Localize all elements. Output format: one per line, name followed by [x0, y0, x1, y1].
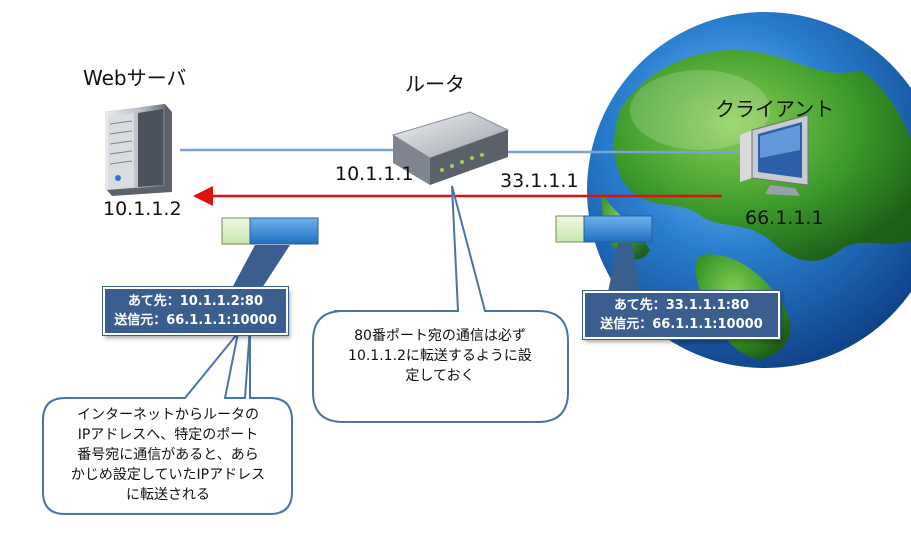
client-label: クライアント — [715, 97, 835, 121]
packet-right-pointer — [608, 243, 640, 292]
packet-left-dest: あて先：10.1.1.2:80 — [127, 294, 264, 309]
bottom-callout-shape — [42, 326, 293, 515]
router-callout-line: 80番ポート宛の通信は必ず — [354, 328, 526, 344]
bottom-callout-line: IPアドレスへ、特定のポート — [77, 427, 259, 443]
bottom-callout-line: に転送される — [126, 487, 210, 503]
packet-left-src: 送信元：66.1.1.1:10000 — [114, 313, 277, 328]
packet-left-pointer — [232, 245, 290, 288]
packet-left-info: あて先：10.1.1.2:80 送信元：66.1.1.1:10000 — [103, 287, 288, 335]
router-callout-line: 10.1.1.2に転送するように設 — [348, 348, 532, 364]
packet-right-icon — [555, 215, 653, 243]
client-ip-label: 66.1.1.1 — [745, 207, 824, 229]
router-lan-ip-label: 10.1.1.1 — [335, 163, 414, 185]
router-callout-shape — [312, 185, 569, 423]
router-label: ルータ — [405, 72, 465, 96]
packet-right-src: 送信元：66.1.1.1:10000 — [600, 317, 763, 332]
router-icon — [391, 111, 510, 185]
bottom-callout-line: 番号宛に通信があると、あら — [77, 447, 259, 463]
packet-right-dest: あて先：33.1.1.1:80 — [613, 298, 750, 313]
packet-right-info: あて先：33.1.1.1:80 送信元：66.1.1.1:10000 — [583, 291, 780, 339]
packet-left-icon — [221, 217, 319, 245]
client-computer-icon — [740, 114, 809, 196]
bottom-callout-line: かじめ設定していたIPアドレス — [70, 467, 266, 483]
server-icon — [105, 104, 172, 196]
router-callout-text: 80番ポート宛の通信は必ず 10.1.1.2に転送するように設 定しておく — [320, 326, 560, 386]
bottom-callout-line: インターネットからルータの — [77, 407, 259, 423]
server-ip-label: 10.1.1.2 — [103, 198, 182, 220]
router-wan-ip-label: 33.1.1.1 — [500, 170, 579, 192]
webserver-label: Webサーバ — [83, 66, 187, 90]
bottom-callout-text: インターネットからルータの IPアドレスへ、特定のポート 番号宛に通信があると、… — [48, 405, 288, 505]
router-callout-line: 定しておく — [405, 368, 475, 384]
